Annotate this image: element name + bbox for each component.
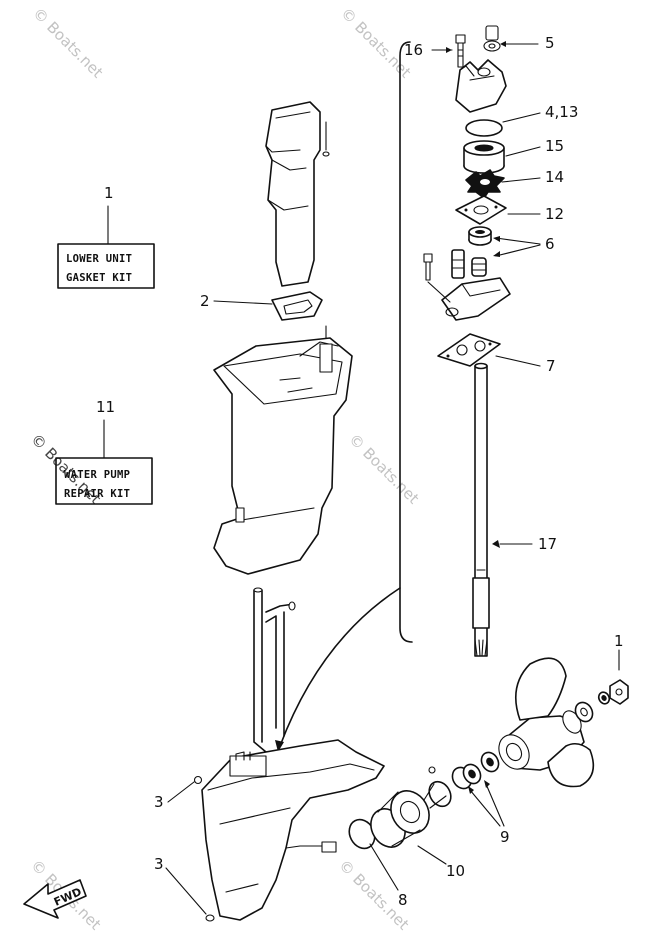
leader-curve-arrow: [275, 740, 284, 752]
svg-text:1: 1: [614, 632, 624, 650]
callout-6: 6: [493, 235, 555, 257]
callout-3-upper: 3: [154, 775, 203, 811]
grommet-part: [483, 25, 501, 52]
housing-bolt-part: [423, 253, 433, 281]
prop-washer-part: [597, 691, 611, 705]
callout-14: 14: [501, 168, 564, 186]
svg-text:2: 2: [200, 292, 210, 310]
pump-bolt-part: [455, 34, 466, 68]
propeller-part: [498, 657, 595, 788]
seal-upper-part: [468, 226, 492, 246]
svg-text:16: 16: [404, 41, 423, 59]
prop-spacer-part: [574, 701, 594, 723]
callout-4-13: 4,13: [502, 103, 578, 123]
bearing-housing-part: [370, 766, 452, 848]
callout-2: 2: [200, 292, 273, 310]
svg-text:15: 15: [545, 137, 564, 155]
leader-curve: [279, 587, 401, 747]
kit-lower-unit-gasket: 1 LOWER UNIT GASKET KIT: [57, 184, 155, 289]
callout-5: 5: [500, 34, 555, 52]
propshaft-seals-part: [451, 751, 500, 790]
lower-pump-housing-part: [427, 277, 511, 321]
svg-text:LOWER UNIT: LOWER UNIT: [66, 253, 132, 265]
svg-text:14: 14: [545, 168, 564, 186]
svg-text:9: 9: [500, 828, 510, 846]
pump-gasket-part: [437, 333, 501, 367]
callout-7: 7: [495, 355, 556, 375]
svg-text:4,13: 4,13: [545, 103, 578, 121]
impeller-part: [465, 169, 505, 199]
svg-text:GASKET KIT: GASKET KIT: [66, 272, 132, 284]
callout-8: 8: [369, 843, 408, 909]
kit-water-pump-repair: 11 WATER PUMP REPAIR KIT: [55, 398, 153, 505]
callout-16: 16: [404, 41, 453, 59]
o-ring-part: [465, 119, 503, 137]
outer-plate-part: [455, 195, 507, 225]
callout-9: 9: [468, 780, 510, 846]
svg-text:3: 3: [154, 793, 164, 811]
svg-text:REPAIR KIT: REPAIR KIT: [64, 488, 130, 500]
svg-text:3: 3: [154, 855, 164, 873]
svg-text:12: 12: [545, 205, 564, 223]
fitting-part: [451, 249, 465, 279]
callout-3-lower: 3: [154, 855, 215, 922]
upper-casing-part: [213, 325, 353, 575]
callout-1: 1: [614, 632, 624, 671]
water-tube-part: [253, 587, 296, 753]
lower-casing-part: [201, 739, 385, 921]
watermark-mid-right: © Boats.net: [345, 430, 423, 508]
exhaust-gasket-part: [271, 291, 323, 321]
svg-text:1: 1: [104, 184, 114, 202]
svg-text:10: 10: [446, 862, 465, 880]
cartridge-part: [463, 140, 505, 174]
pump-housing-part: [455, 59, 507, 113]
callout-17: 17: [492, 535, 557, 553]
callout-10: 10: [417, 845, 465, 880]
exhaust-guide-part: [265, 101, 330, 287]
callout-15: 15: [505, 137, 564, 157]
svg-text:5: 5: [545, 34, 555, 52]
svg-text:17: 17: [538, 535, 557, 553]
seal-lower-part: [471, 257, 487, 277]
svg-text:WATER PUMP: WATER PUMP: [64, 469, 130, 481]
svg-text:7: 7: [546, 357, 556, 375]
callout-12: 12: [507, 205, 564, 223]
water-pump-group-bracket: [399, 41, 413, 643]
watermark-top-left: © Boats.net: [29, 4, 107, 82]
prop-nut-part: [609, 679, 629, 705]
svg-text:11: 11: [96, 398, 115, 416]
svg-text:6: 6: [545, 235, 555, 253]
drive-shaft-part: [472, 362, 490, 657]
svg-text:8: 8: [398, 891, 408, 909]
